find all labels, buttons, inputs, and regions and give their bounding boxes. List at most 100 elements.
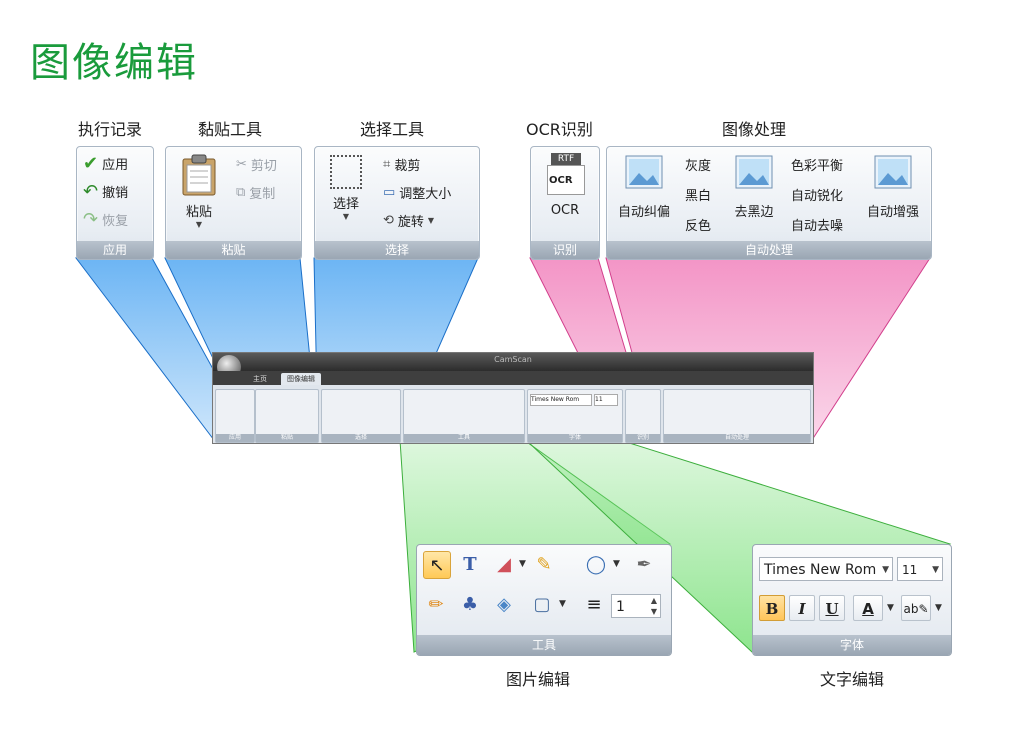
paste-button[interactable]: 粘贴 ▼ [176, 153, 222, 229]
ribbon-group-apply: ✔ 应用 ↶ 撤销 ↷ 恢复 应用 [76, 146, 154, 260]
mini-font-size[interactable]: 11 [594, 394, 618, 406]
select-label: 选择 [332, 197, 359, 212]
chevron-down-icon: ▼ [882, 565, 889, 575]
caption-text-edit: 文字编辑 [820, 670, 885, 689]
ribbon-group-ocr: RTF OCR OCR 识别 [530, 146, 600, 260]
remove-border-button[interactable]: 去黑边 [725, 155, 783, 220]
clipboard-icon [182, 154, 216, 196]
copy-button[interactable]: ⧉ 复制 [236, 183, 275, 202]
mini-tab-bar: 主页 图像编辑 [213, 371, 813, 385]
chevron-down-icon[interactable]: ▼ [935, 603, 942, 613]
undo-button[interactable]: ↶ 撤销 [83, 181, 128, 202]
gray-button[interactable]: 灰度 [685, 155, 711, 174]
mini-group-auto: 自动处理 [663, 389, 811, 443]
mini-group-apply: 应用 [215, 389, 255, 443]
section-label-paste-tools: 黏贴工具 [198, 120, 263, 139]
auto-despeckle-button[interactable]: 自动去噪 [791, 215, 843, 234]
text-icon: T [463, 553, 477, 575]
chevron-down-icon[interactable]: ▼ [519, 559, 526, 569]
auto-enhance-button[interactable]: 自动增强 [861, 155, 925, 220]
rtf-badge: RTF [551, 153, 581, 165]
page-title: 图像编辑 [30, 40, 198, 86]
rotate-button[interactable]: ⟲ 旋转 ▼ [383, 211, 434, 230]
resize-label: 调整大小 [399, 187, 452, 202]
crop-label: 裁剪 [394, 159, 421, 174]
chevron-down-icon[interactable]: ▼ [613, 559, 620, 569]
italic-button[interactable]: I [789, 595, 815, 621]
copy-label: 复制 [249, 187, 276, 202]
color-balance-label: 色彩平衡 [791, 159, 844, 174]
font-name-select[interactable]: Times New Rom ▼ [759, 557, 893, 581]
mini-group-footer: 字体 [528, 434, 622, 442]
auto-enhance-label: 自动增强 [866, 205, 919, 220]
mini-group-footer: 选择 [322, 434, 400, 442]
pointer-icon: ↖ [429, 554, 445, 576]
line-width-stepper[interactable]: 1 ▲▼ [611, 594, 661, 618]
tab-image-edit[interactable]: 图像编辑 [281, 373, 321, 385]
resize-button[interactable]: ▭ 调整大小 [383, 183, 451, 202]
font-color-button[interactable]: A [853, 595, 883, 621]
underline-button[interactable]: U [819, 595, 845, 621]
apply-button[interactable]: ✔ 应用 [83, 153, 128, 174]
group-footer-tools: 工具 [417, 635, 671, 655]
ribbon-group-paste: 粘贴 ▼ ✂ 剪切 ⧉ 复制 粘贴 [165, 146, 302, 260]
mini-group-select: 选择 [321, 389, 401, 443]
line-width-icon: ≡ [586, 593, 602, 615]
auto-sharpen-button[interactable]: 自动锐化 [791, 185, 843, 204]
invert-button[interactable]: 反色 [685, 215, 711, 234]
highlight-color-button[interactable]: ab✎ [901, 595, 931, 621]
crop-button[interactable]: ⌗ 裁剪 [383, 155, 420, 174]
chevron-down-icon[interactable]: ▼ [887, 603, 894, 613]
group-footer-select: 选择 [315, 241, 479, 259]
rotate-icon: ⟲ [383, 213, 394, 228]
deskew-button[interactable]: 自动纠偏 [613, 155, 675, 220]
stamp-icon: ♣ [461, 593, 479, 615]
mini-app-title: CamScan [494, 355, 532, 364]
chevron-down-icon[interactable]: ▼ [559, 599, 566, 609]
ocr-icon: RTF OCR [543, 153, 587, 195]
bold-button[interactable]: B [759, 595, 785, 621]
ocr-badge: OCR [549, 175, 573, 186]
auto-despeckle-label: 自动去噪 [791, 219, 844, 234]
group-footer-ocr: 识别 [531, 241, 599, 259]
copy-icon: ⧉ [236, 185, 246, 200]
section-label-image-processing: 图像处理 [722, 120, 787, 139]
select-button[interactable]: 选择 ▼ [323, 155, 369, 221]
mini-group-footer: 工具 [404, 434, 524, 442]
ellipse-tool[interactable]: ◯ [583, 551, 609, 577]
selection-rect-icon [330, 155, 362, 189]
mini-font-name[interactable]: Times New Rom [530, 394, 592, 406]
ribbon-group-auto: 自动纠偏 灰度 黑白 反色 去黑边 色彩平衡 自动锐化 自动去噪 自动增强 自动… [606, 146, 932, 260]
rectangle-icon: ▢ [533, 593, 551, 615]
color-balance-button[interactable]: 色彩平衡 [791, 155, 843, 174]
eraser-tool[interactable]: ◢ [491, 551, 517, 577]
ocr-label: OCR [550, 203, 580, 218]
ribbon-group-select: 选择 ▼ ⌗ 裁剪 ▭ 调整大小 ⟲ 旋转 ▼ 选择 [314, 146, 480, 260]
ocr-button[interactable]: RTF OCR OCR [537, 153, 593, 218]
fill-tool[interactable]: ◈ [491, 591, 517, 617]
stamp-tool[interactable]: ♣ [457, 591, 483, 617]
redo-button[interactable]: ↷ 恢复 [83, 209, 128, 230]
ellipse-icon: ◯ [585, 553, 607, 575]
mini-group-footer: 应用 [216, 434, 254, 442]
checkmark-icon: ✔ [83, 153, 99, 174]
chevron-down-icon: ▼ [195, 220, 203, 229]
text-tool[interactable]: T [457, 551, 483, 577]
crop-icon: ⌗ [383, 157, 391, 172]
pencil-tool[interactable]: ✏ [423, 591, 449, 617]
pen-tool[interactable]: ✒ [631, 551, 657, 577]
mini-group-footer: 识别 [626, 434, 660, 442]
tab-home[interactable]: 主页 [253, 375, 267, 383]
rectangle-tool[interactable]: ▢ [529, 591, 555, 617]
bw-button[interactable]: 黑白 [685, 185, 711, 204]
mini-titlebar: CamScan [213, 353, 813, 371]
highlighter-tool[interactable]: ✎ [531, 551, 557, 577]
auto-sharpen-label: 自动锐化 [791, 189, 844, 204]
group-footer-paste: 粘贴 [166, 241, 301, 259]
font-size-select[interactable]: 11 ▼ [897, 557, 943, 581]
cut-button[interactable]: ✂ 剪切 [236, 155, 277, 174]
line-width-value: 1 [616, 599, 625, 615]
picture-icon [874, 155, 912, 189]
stepper-arrows-icon[interactable]: ▲▼ [650, 596, 657, 616]
pointer-tool[interactable]: ↖ [423, 551, 451, 579]
